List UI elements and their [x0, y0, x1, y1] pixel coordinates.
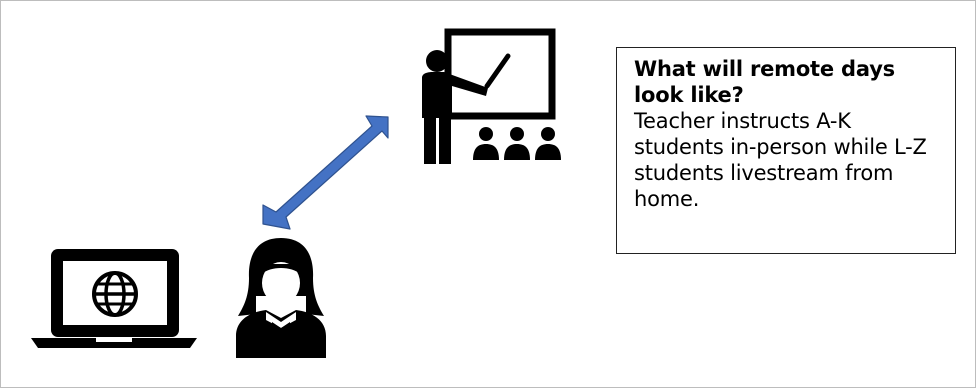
info-box-title: What will remote days look like? [634, 57, 895, 107]
double-arrow-icon [262, 115, 389, 230]
laptop-globe-icon [31, 249, 197, 348]
teacher-board-icon [422, 28, 561, 164]
info-box-body: Teacher instructs A-K students in-person… [634, 109, 927, 211]
student-icon [236, 238, 326, 358]
info-box: What will remote days look like? Teacher… [616, 47, 956, 254]
